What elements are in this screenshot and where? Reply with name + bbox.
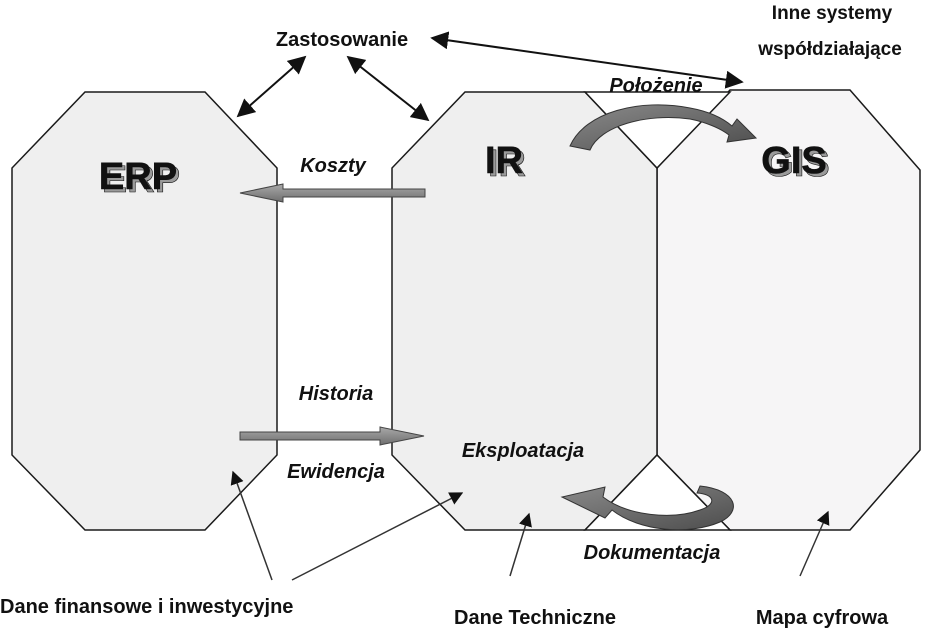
- koszty-arrow: [239, 183, 426, 203]
- ir-title: IR: [485, 140, 523, 182]
- gis-title-shadow: GIS: [764, 143, 829, 185]
- fin-pointer-ir: [291, 492, 464, 581]
- polozenie-curved-arrow: [569, 104, 758, 151]
- zastosowanie-erp-arrow: [236, 55, 307, 118]
- erp-block: [11, 91, 278, 531]
- mapa-pointer: [799, 510, 830, 577]
- fin-pointer-erp: [230, 470, 273, 581]
- dane-finansowe-caption: Dane finansowe i inwestycyjne: [0, 596, 293, 618]
- dokumentacja-label: Dokumentacja: [584, 542, 721, 564]
- dane-techniczne-caption: Dane Techniczne: [454, 607, 616, 629]
- zastosowanie-inne-arrow: [430, 31, 744, 89]
- ir-title-shadow: IR: [488, 143, 526, 185]
- inne-systemy-label-line1: Inne systemy: [772, 3, 893, 24]
- polozenie-label: Położenie: [609, 75, 702, 97]
- mapa-cyfrowa-caption: Mapa cyfrowa: [756, 607, 889, 629]
- erp-title: ERP: [99, 156, 177, 198]
- historia-label: Historia: [299, 383, 373, 405]
- koszty-label: Koszty: [300, 155, 366, 177]
- ewidencja-label: Ewidencja: [287, 461, 385, 483]
- eksploatacja-label: Eksploatacja: [462, 440, 584, 462]
- historia-ewidencja-arrow: [239, 426, 425, 446]
- inne-systemy-label-line2: współdziałające: [757, 39, 902, 60]
- gis-title: GIS: [761, 140, 826, 182]
- zastosowanie-label: Zastosowanie: [276, 29, 408, 51]
- dokumentacja-curved-arrow: [560, 485, 734, 531]
- tech-pointer: [509, 512, 532, 577]
- erp-title-shadow: ERP: [102, 159, 180, 201]
- zastosowanie-ir-arrow: [346, 55, 430, 122]
